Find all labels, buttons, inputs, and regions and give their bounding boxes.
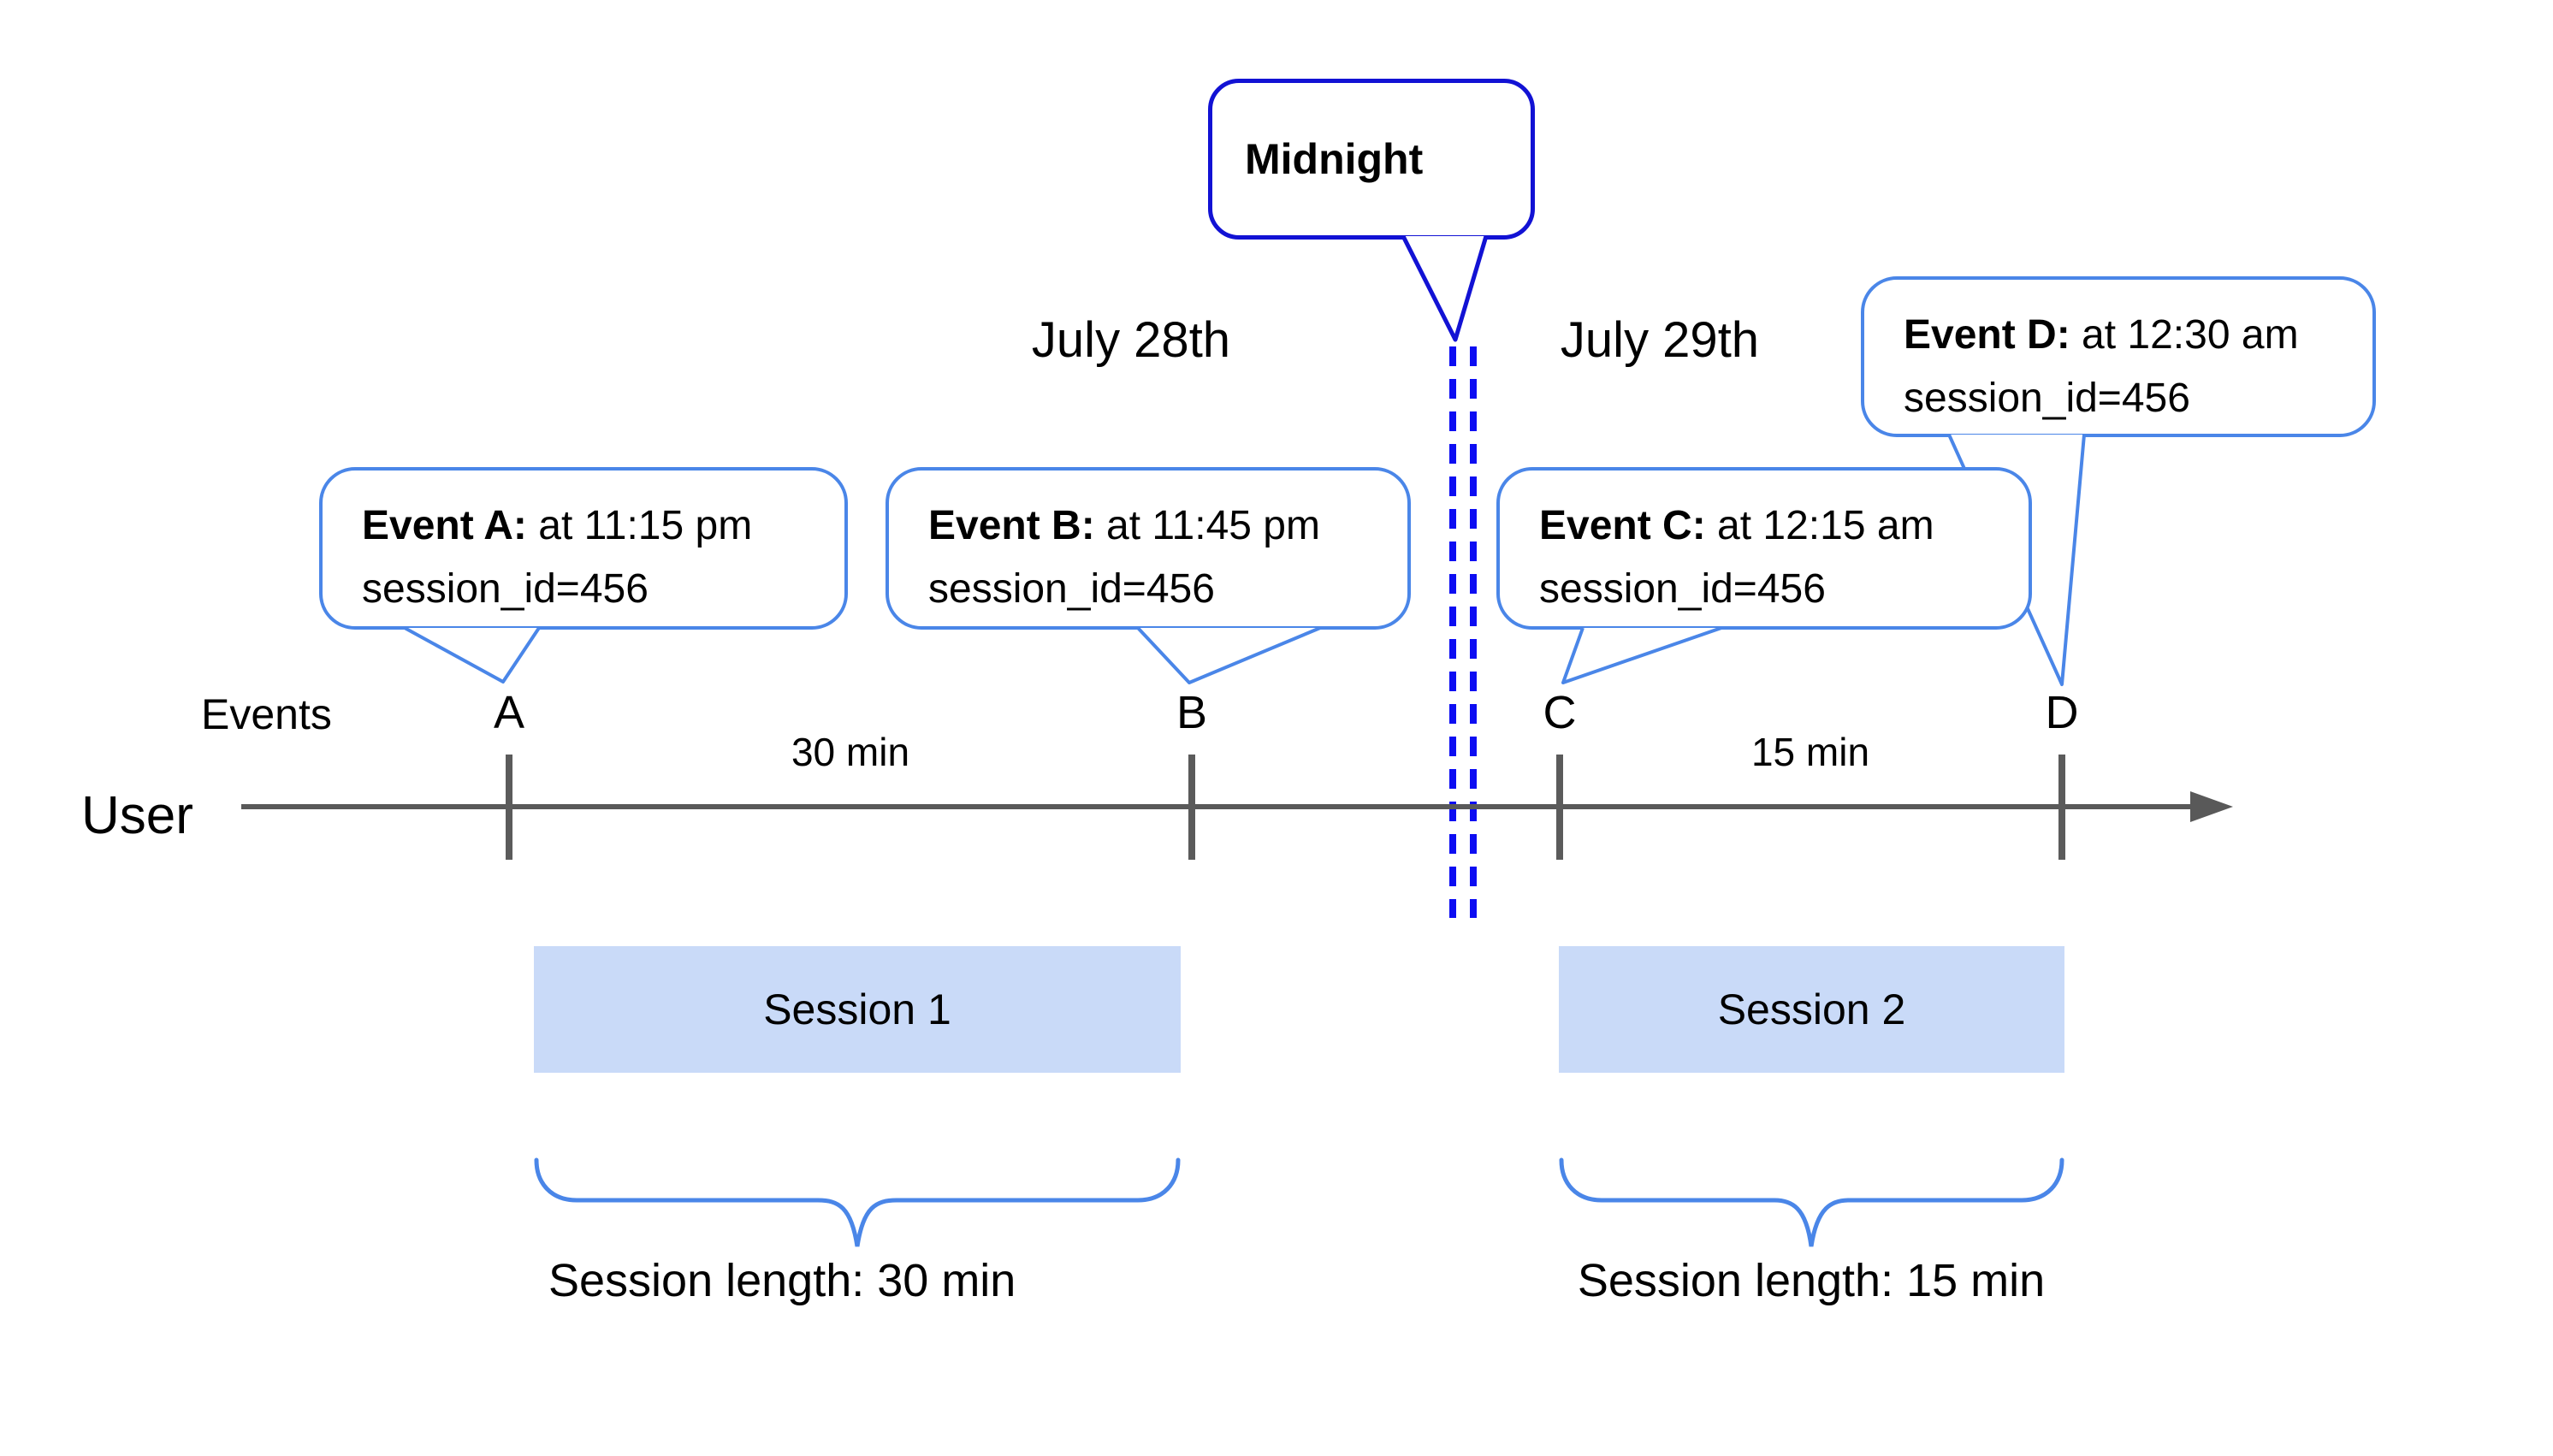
event-letter-b: B — [1176, 687, 1208, 738]
callout-event-d-session: session_id=456 — [1904, 376, 2190, 421]
callout-event-b-session: session_id=456 — [928, 566, 1215, 612]
tick-event-b — [1188, 755, 1195, 860]
user-timeline-axis — [241, 804, 2196, 809]
callout-event-b-time: at 11:45 pm — [1106, 503, 1320, 548]
session-2-brace — [1559, 1157, 2064, 1247]
tick-event-c — [1556, 755, 1563, 860]
session-1-label: Session 1 — [763, 985, 951, 1033]
callout-event-a: Event A: at 11:15 pm session_id=456 — [319, 467, 848, 630]
events-row-label: Events — [201, 690, 332, 738]
tick-event-d — [2058, 755, 2065, 860]
gap-15min-label: 15 min — [1750, 730, 1870, 774]
callout-event-a-title: Event A: — [362, 503, 527, 548]
callout-event-c-title: Event C: — [1539, 503, 1706, 548]
callout-event-a-session: session_id=456 — [362, 566, 649, 612]
gap-30min-label: 30 min — [791, 730, 910, 774]
callout-event-c-session: session_id=456 — [1539, 566, 1826, 612]
callout-event-c-tail — [1561, 626, 1722, 684]
midnight-dashed-line-left — [1449, 346, 1456, 918]
date-july-28: July 28th — [1031, 312, 1231, 368]
session-2-length-label: Session length: 15 min — [1577, 1255, 2046, 1306]
event-letter-c: C — [1543, 687, 1577, 738]
callout-event-b-title: Event B: — [928, 503, 1095, 548]
callout-midnight: Midnight — [1208, 79, 1535, 240]
user-row-label: User — [81, 786, 193, 845]
tick-event-a — [506, 755, 512, 860]
callout-event-c-time: at 12:15 am — [1717, 503, 1934, 548]
callout-event-d-title: Event D: — [1904, 312, 2070, 358]
session-2-label: Session 2 — [1717, 985, 1906, 1033]
event-letter-a: A — [493, 687, 525, 738]
callout-event-a-time: at 11:15 pm — [538, 503, 753, 548]
event-letter-d: D — [2045, 687, 2079, 738]
callout-midnight-label: Midnight — [1245, 135, 1424, 183]
callout-event-b: Event B: at 11:45 pm session_id=456 — [886, 467, 1411, 630]
callout-event-b-tail — [1136, 626, 1321, 684]
callout-midnight-tail — [1401, 234, 1489, 342]
session-1-brace — [534, 1157, 1181, 1247]
timeline-arrowhead-icon — [2190, 791, 2233, 822]
session-1-box: Session 1 — [534, 946, 1181, 1073]
session-2-box: Session 2 — [1559, 946, 2064, 1073]
date-july-29: July 29th — [1560, 312, 1760, 368]
callout-event-c: Event C: at 12:15 am session_id=456 — [1496, 467, 2032, 630]
callout-event-d-time: at 12:30 am — [2082, 312, 2299, 358]
callout-event-d: Event D: at 12:30 am session_id=456 — [1861, 276, 2376, 437]
session-1-length-label: Session length: 30 min — [548, 1255, 1016, 1306]
callout-event-a-tail — [404, 626, 541, 684]
midnight-dashed-line-right — [1470, 346, 1477, 918]
